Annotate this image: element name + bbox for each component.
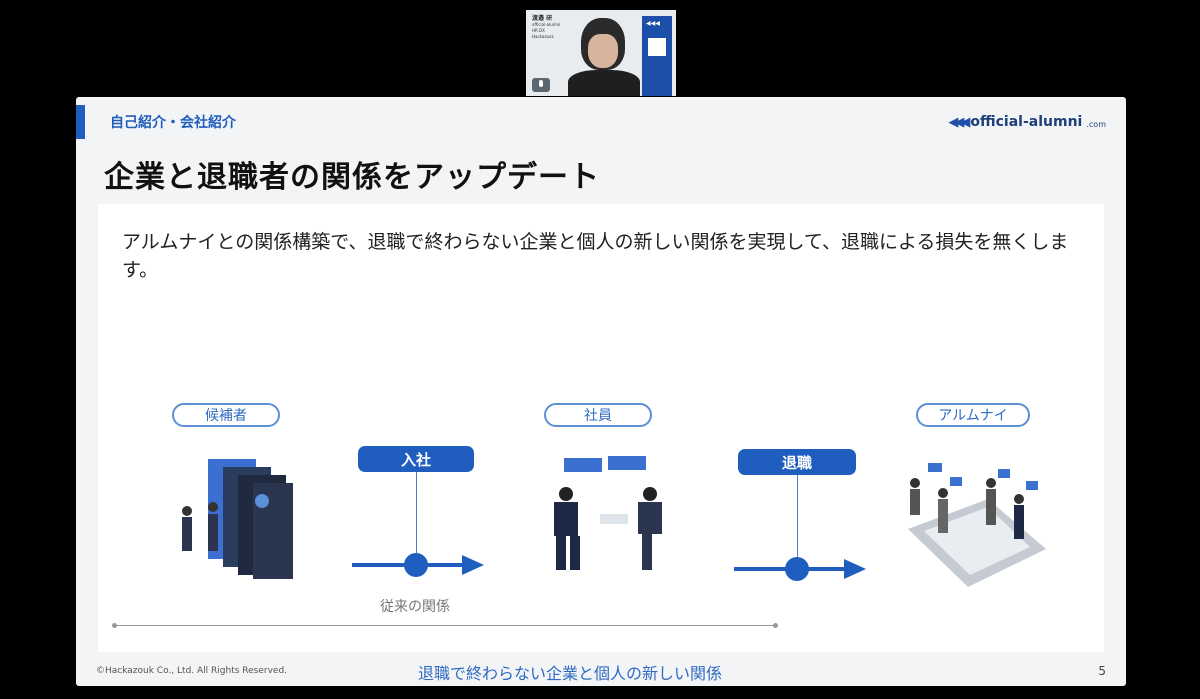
badge-line: HR DX bbox=[532, 28, 545, 33]
badge-name: 渡邉 研 bbox=[532, 15, 553, 22]
content-panel: アルムナイとの関係構築で、退職で終わらない企業と個人の新しい関係を実現して、退職… bbox=[98, 204, 1104, 683]
copyright-footer: ©Hackazouk Co., Ltd. All Rights Reserved… bbox=[96, 666, 288, 676]
candidate-illustration bbox=[182, 459, 293, 579]
card-logo: ◀◀◀ bbox=[646, 20, 660, 27]
logo-name: official-alumni bbox=[970, 114, 1083, 130]
logo-tld: .com bbox=[1086, 119, 1106, 129]
join-connector-line bbox=[416, 472, 417, 564]
badge-line: Hackazouk bbox=[532, 34, 554, 39]
traditional-relationship-label: 従来の関係 bbox=[380, 599, 450, 615]
event-tag-join: 入社 bbox=[358, 446, 474, 472]
section-accent-bar bbox=[76, 105, 85, 139]
leave-timeline-dot bbox=[785, 557, 809, 581]
stage-pill-candidate: 候補者 bbox=[172, 403, 280, 427]
stage-pill-employee: 社員 bbox=[544, 403, 652, 427]
traditional-relationship-line bbox=[112, 623, 778, 628]
employee-illustration bbox=[554, 456, 662, 570]
webcam-tile: 渡邉 研 official-alumni HR DX Hackazouk ◀◀◀ bbox=[526, 10, 676, 96]
slide-title: 企業と退職者の関係をアップデート bbox=[104, 160, 600, 195]
speaker-face bbox=[588, 34, 618, 68]
presentation-slide: 自己紹介・会社紹介 ◀◀◀ official-alumni .com 企業と退職… bbox=[76, 97, 1126, 686]
slide-description: アルムナイとの関係構築で、退職で終わらない企業と個人の新しい関係を実現して、退職… bbox=[122, 231, 1069, 281]
logo-chevrons: ◀◀◀ bbox=[948, 114, 970, 130]
stage-pill-alumni: アルムナイ bbox=[916, 403, 1030, 427]
new-relationship-label: 退職で終わらない企業と個人の新しい関係 bbox=[418, 664, 723, 683]
event-tag-leave: 退職 bbox=[738, 449, 856, 475]
qr-code bbox=[648, 38, 666, 56]
mic-icon[interactable] bbox=[532, 78, 550, 92]
company-logo: ◀◀◀ official-alumni .com bbox=[948, 114, 1106, 130]
leave-connector-line bbox=[797, 475, 798, 568]
name-badge: 渡邉 研 official-alumni HR DX Hackazouk bbox=[532, 16, 572, 72]
alumni-illustration bbox=[908, 463, 1046, 587]
section-label: 自己紹介・会社紹介 bbox=[110, 115, 236, 131]
speaker-body bbox=[568, 70, 640, 96]
backdrop-card: ◀◀◀ bbox=[642, 16, 672, 96]
join-timeline-dot bbox=[404, 553, 428, 577]
page-number: 5 bbox=[1098, 664, 1106, 678]
badge-line: official-alumni bbox=[532, 22, 561, 27]
